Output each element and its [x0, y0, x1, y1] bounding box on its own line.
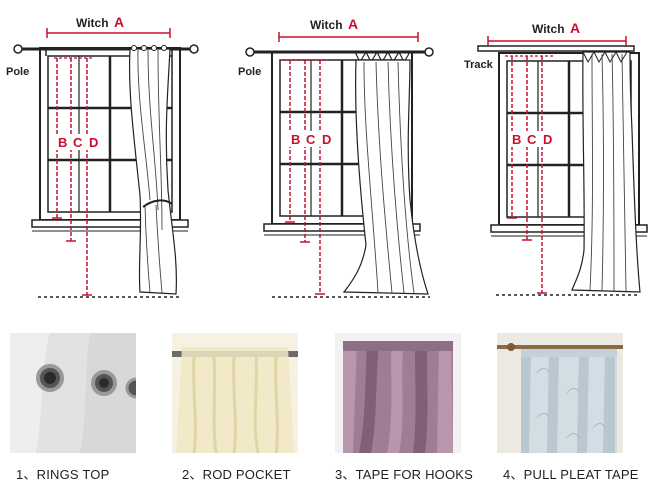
diagram-pole-2: Pole Witch A B C D	[238, 16, 434, 298]
caption-rings-top: 1、RINGS TOP	[16, 467, 110, 482]
width-label: Witch	[532, 22, 565, 36]
width-letter: A	[348, 16, 358, 32]
pull-pleat-tape-photo	[497, 333, 623, 453]
measure-d: D	[543, 132, 552, 147]
measure-d: D	[322, 132, 331, 147]
rod-pocket-photo	[172, 333, 298, 453]
width-letter: A	[114, 14, 124, 30]
width-label: Witch	[76, 16, 109, 30]
caption-tape-for-hooks: 3、TAPE FOR HOOKS	[335, 467, 474, 482]
mount-label: Pole	[6, 66, 29, 78]
mount-label: Track	[464, 59, 494, 71]
measure-c: C	[73, 135, 83, 150]
width-letter: A	[570, 20, 580, 36]
measure-b: B	[58, 135, 67, 150]
diagram-pole-1: Pole Witch A B C D	[6, 14, 199, 298]
measurement-diagram: Pole Witch A B C D Pole	[6, 14, 649, 298]
caption-rod-pocket: 2、ROD POCKET	[182, 467, 291, 482]
tape-for-hooks-photo	[335, 333, 461, 453]
measure-c: C	[306, 132, 316, 147]
measure-c: C	[527, 132, 537, 147]
mount-label: Pole	[238, 66, 261, 78]
measure-b: B	[291, 132, 300, 147]
measure-b: B	[512, 132, 521, 147]
measure-d: D	[89, 135, 98, 150]
rings-top-photo	[10, 333, 136, 453]
caption-pull-pleat-tape: 4、PULL PLEAT TAPE	[503, 467, 639, 482]
width-label: Witch	[310, 18, 343, 32]
diagram-track: Track Witch A B C D	[464, 20, 649, 296]
